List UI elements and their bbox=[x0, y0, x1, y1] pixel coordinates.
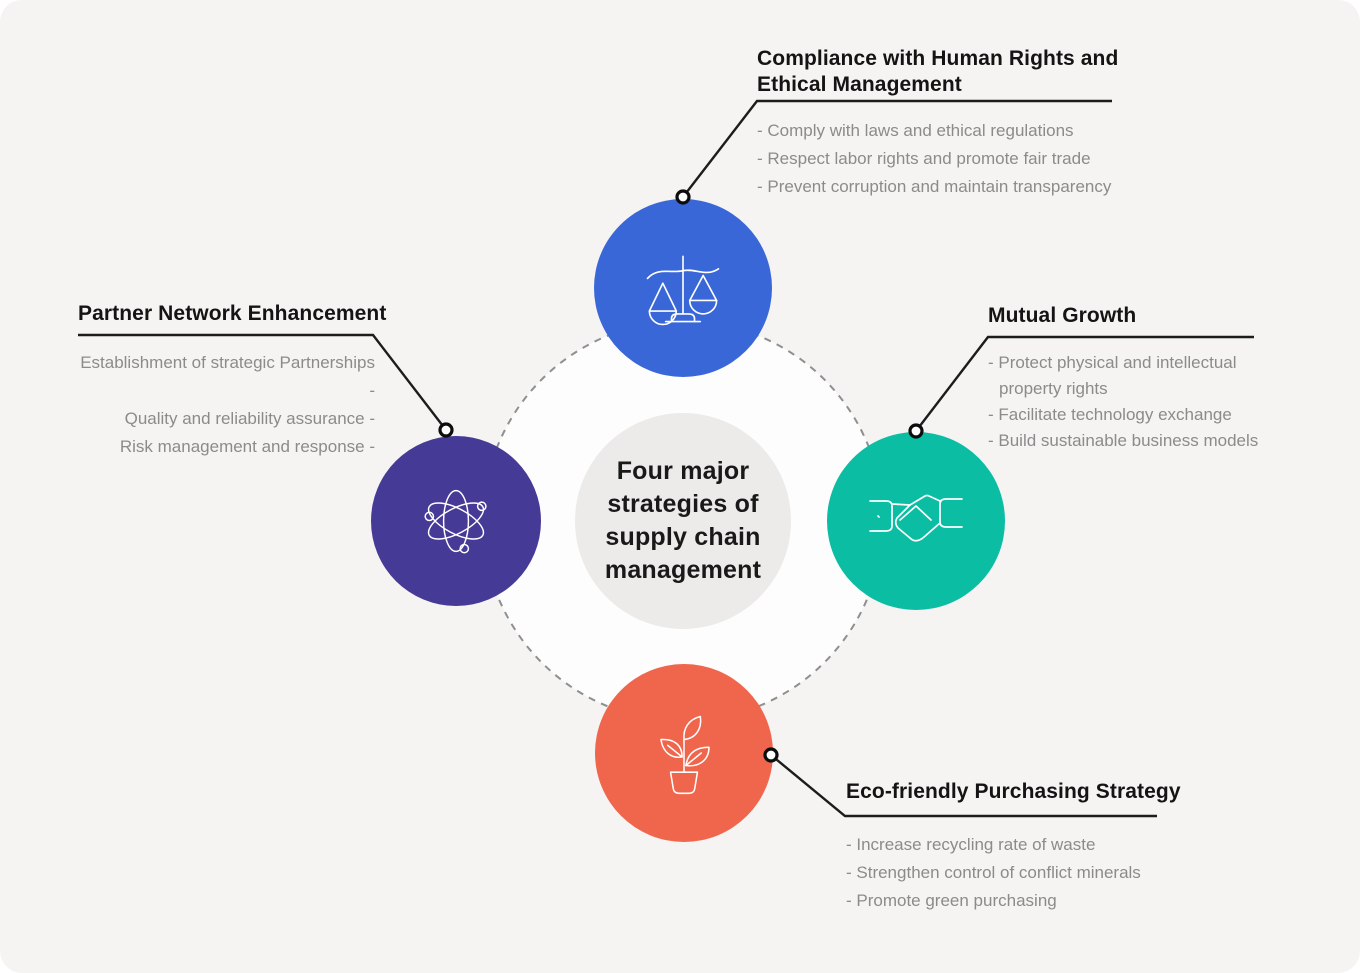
bullet-item: - Respect labor rights and promote fair … bbox=[757, 149, 1091, 168]
bullet-item: Quality and reliability assurance - bbox=[124, 409, 375, 428]
partner-network-circle bbox=[371, 436, 541, 606]
bullet-item: - Strengthen control of conflict mineral… bbox=[846, 863, 1141, 882]
bullet-item: - Protect physical and intellectual prop… bbox=[988, 353, 1237, 398]
partner-network-title: Partner Network Enhancement bbox=[78, 302, 387, 325]
center-title: Four major strategies of supply chain ma… bbox=[604, 457, 762, 584]
bullet-item: - Facilitate technology exchange bbox=[988, 405, 1232, 424]
bullet-item: - Build sustainable business models bbox=[988, 431, 1259, 450]
bullet-item: - Promote green purchasing bbox=[846, 891, 1057, 910]
atom-icon bbox=[424, 489, 487, 554]
compliance-bullets: - Comply with laws and ethical regulatio… bbox=[757, 117, 1111, 201]
bullet-item: - Comply with laws and ethical regulatio… bbox=[757, 121, 1074, 140]
partner-network-bullets: Establishment of strategic Partnerships … bbox=[78, 349, 375, 461]
connector-dot-left bbox=[438, 422, 454, 438]
plant-icon bbox=[660, 715, 710, 795]
handshake-icon bbox=[869, 494, 963, 542]
mutual-growth-circle bbox=[827, 432, 1005, 610]
bullet-item: Establishment of strategic Partnerships … bbox=[80, 353, 375, 400]
compliance-circle bbox=[594, 199, 772, 377]
mutual-growth-title: Mutual Growth bbox=[988, 304, 1137, 327]
bullet-item: Risk management and response - bbox=[119, 437, 375, 456]
bullet-item: - Increase recycling rate of waste bbox=[846, 835, 1096, 854]
eco-friendly-bullets: - Increase recycling rate of waste - Str… bbox=[846, 831, 1141, 915]
eco-friendly-title: Eco-friendly Purchasing Strategy bbox=[846, 780, 1181, 803]
bullet-item: - Prevent corruption and maintain transp… bbox=[757, 177, 1112, 196]
center-circle: Four major strategies of supply chain ma… bbox=[575, 413, 791, 629]
scales-icon bbox=[646, 255, 720, 326]
eco-friendly-circle bbox=[595, 664, 773, 842]
compliance-title: Compliance with Human Rights and Ethical… bbox=[757, 47, 1119, 96]
mutual-growth-bullets: - Protect physical and intellectual prop… bbox=[988, 350, 1273, 454]
